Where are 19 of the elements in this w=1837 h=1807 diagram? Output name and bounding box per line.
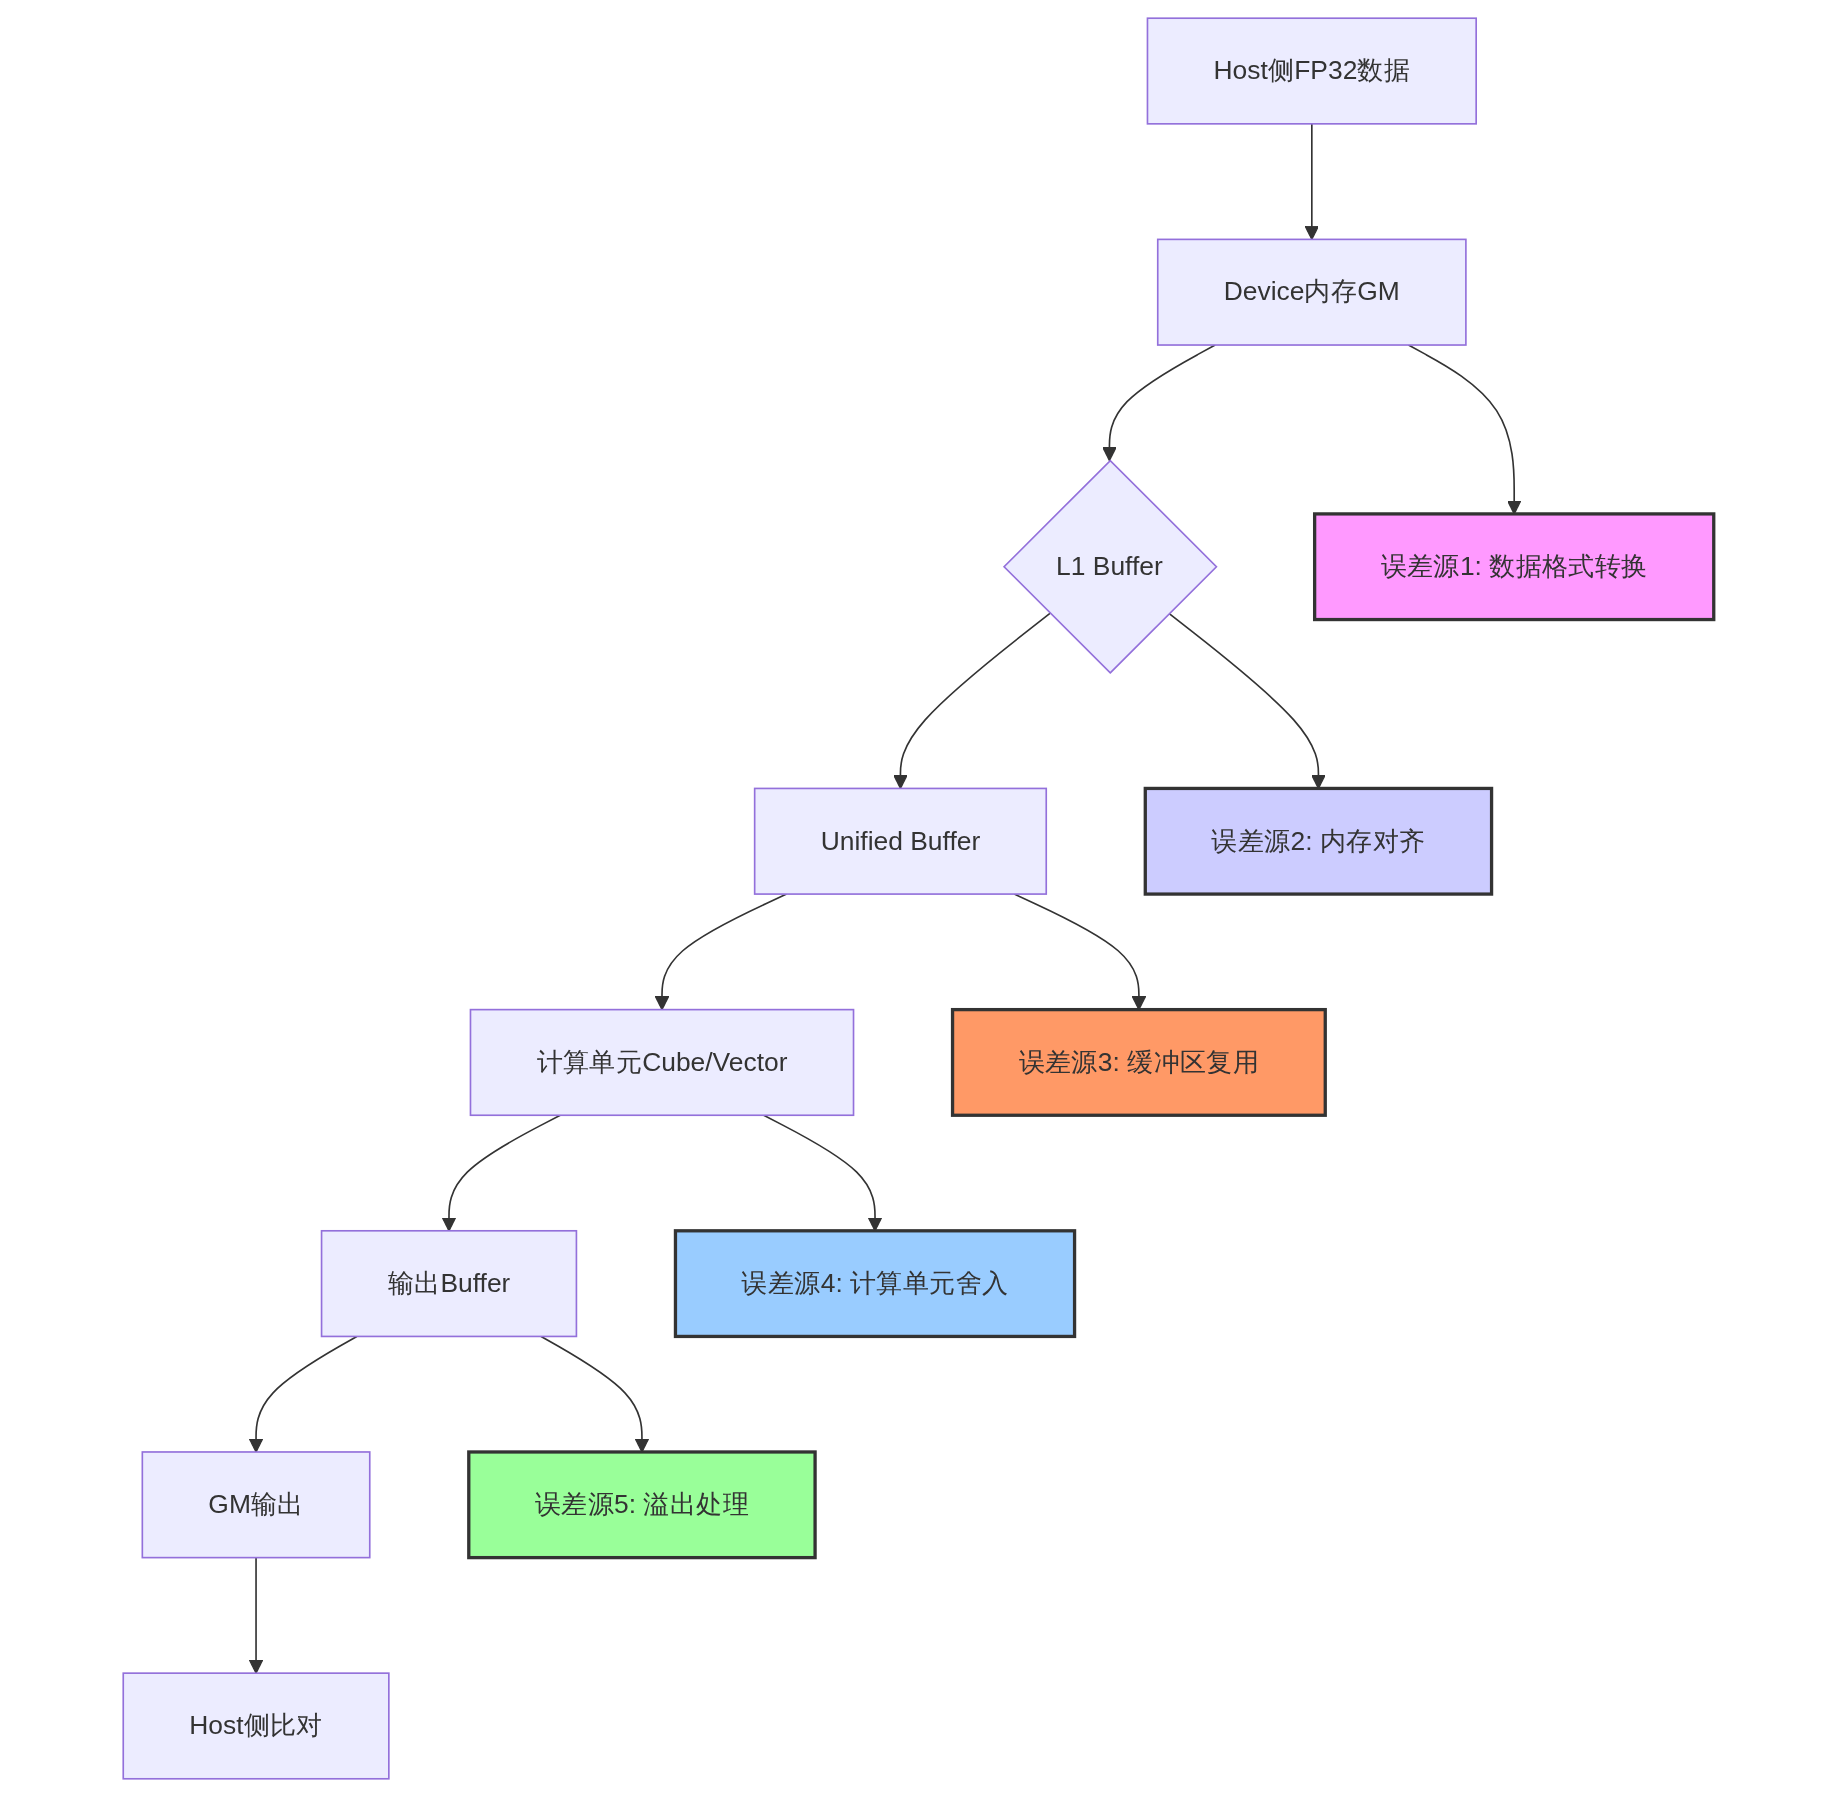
node-box: Host侧FP32数据 [1146,17,1477,125]
node-box: 误差源3: 缓冲区复用 [950,1007,1327,1117]
node-diamond: L1 Buffer [1002,459,1218,675]
node-box: GM输出 [141,1451,371,1559]
node-box: Unified Buffer [753,787,1048,895]
node-box: 输出Buffer [320,1229,578,1338]
arrow [248,1556,264,1674]
node-box: Device内存GM [1156,238,1467,346]
arrow [1102,344,1216,462]
node-box: 计算单元Cube/Vector [469,1008,855,1117]
node-box: 误差源4: 计算单元舍入 [673,1229,1077,1339]
arrow [893,612,1051,790]
node-box: Host侧比对 [122,1672,390,1780]
arrow [248,1335,358,1453]
arrow [441,1114,562,1232]
node-box: 误差源2: 内存对齐 [1143,786,1494,896]
node-box: 误差源5: 溢出处理 [467,1450,817,1560]
node-box: 误差源1: 数据格式转换 [1313,512,1716,622]
arrow [1304,123,1320,241]
